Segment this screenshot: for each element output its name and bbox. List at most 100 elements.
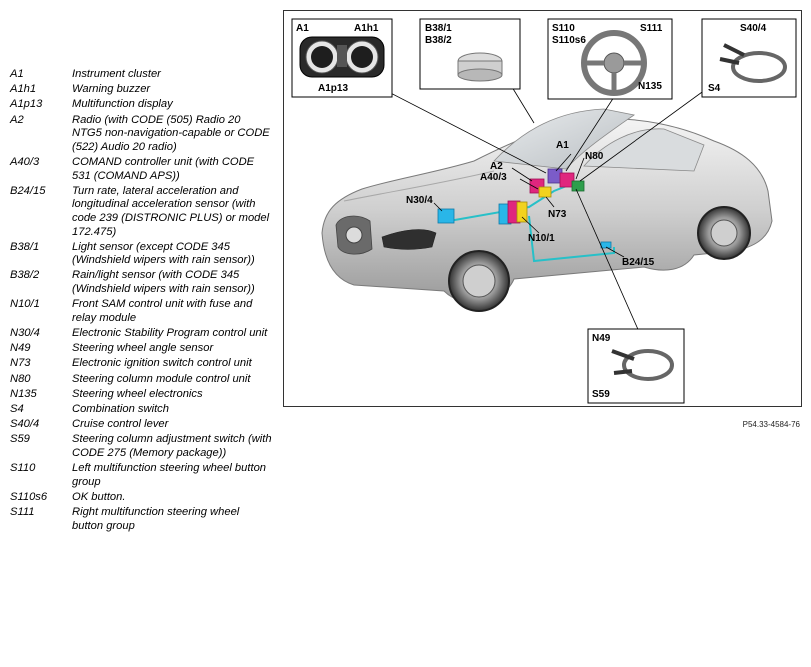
leader-s4: [579, 86, 710, 182]
side-window: [583, 128, 705, 172]
legend-row: B38/1 Light sensor (except CODE 345 (Wind…: [10, 241, 272, 268]
leader-lines: [378, 86, 710, 344]
legend-description: Electronic Stability Program control uni…: [72, 327, 268, 340]
legend-code: B38/1: [10, 240, 40, 253]
legend-code: S110s6: [10, 490, 48, 503]
legend-code: S4: [10, 402, 24, 415]
legend-row: A40/3 COMAND controller unit (with CODE 5…: [10, 156, 272, 183]
module-a40-3: [538, 186, 552, 198]
legend-description: Cruise control lever: [72, 418, 169, 431]
legend-code: S40/4: [10, 418, 40, 431]
legend-code: A1h1: [10, 83, 37, 96]
callout-label-s59: S59: [592, 389, 610, 400]
legend-code: N10/1: [10, 298, 40, 311]
leader-n10-1: [521, 216, 540, 234]
legend-description: Front SAM control unit with fuse and rel…: [72, 298, 253, 324]
legend-description: OK button.: [72, 490, 126, 503]
legend-code: N135: [10, 387, 37, 400]
car-label-n30-4: N30/4: [406, 195, 433, 206]
leader-n49: [575, 188, 645, 344]
car-label-a1: A1: [556, 140, 569, 151]
legend-description: Combination switch: [72, 402, 170, 415]
figure-id: P54.33-4584-76: [742, 420, 800, 429]
legend-code: A1: [10, 68, 24, 80]
leader-n80: [575, 157, 585, 180]
leader-a1: [555, 153, 572, 172]
legend-description: COMAND controller unit (with CODE 531 (C…: [72, 155, 255, 182]
leader-steering: [565, 96, 615, 172]
legend-description: Steering column module control unit: [72, 372, 251, 385]
callout-label-s110: S110: [552, 23, 575, 34]
car-label-n10-1: N10/1: [528, 233, 555, 244]
legend-row: A1h1 Warning buzzer: [10, 83, 272, 97]
callout-label-a1p13: A1p13: [318, 83, 348, 94]
legend-description: Multifunction display: [72, 98, 173, 111]
legend-code: N30/4: [10, 327, 40, 340]
callout-label-s111: S111: [640, 23, 663, 34]
car-label-a40-3: A40/3: [480, 172, 507, 183]
callout-rain-light-sensor: B38/1 B38/2: [419, 18, 521, 90]
module-n80: [571, 180, 585, 192]
legend-row: S59 Steering column adjustment switch (wi…: [10, 433, 272, 460]
legend-row: A2 Radio (with CODE (505) Radio 20 NTG5 n…: [10, 114, 272, 155]
callout-label-b38-2: B38/2: [425, 35, 452, 46]
legend-code: A1p13: [10, 98, 43, 111]
legend-code: N49: [10, 342, 31, 355]
legend-row: S4 Combination switch: [10, 403, 272, 417]
leader-n73: [545, 196, 555, 208]
callout-label-b38-1: B38/1: [425, 23, 452, 34]
legend-code: S59: [10, 433, 30, 446]
car-label-b24-15: B24/15: [622, 257, 655, 268]
component-location-figure: A1 A1h1 A1p13 B38/1 B38/2 S110 S110s6 S1…: [283, 10, 802, 407]
star-emblem: [345, 226, 363, 244]
legend-row: S110s6 OK button.: [10, 491, 272, 505]
legend-description: Warning buzzer: [72, 83, 151, 96]
callout-combination-switch: S40/4 S4: [701, 18, 797, 98]
legend-row: N80 Steering column module control unit: [10, 373, 272, 387]
callout-steering-wheel: S110 S110s6 S111 N135: [547, 18, 673, 100]
legend-description: Steering wheel electronics: [72, 387, 203, 400]
legend-description: Steering column adjustment switch (with …: [72, 433, 272, 459]
legend-row: B24/15 Turn rate, lateral acceleration an…: [10, 185, 272, 239]
headlight: [381, 229, 437, 250]
front-rim: [462, 264, 496, 298]
leader-a2: [511, 167, 533, 182]
legend-row: N135 Steering wheel electronics: [10, 388, 272, 402]
legend-code: S111: [10, 506, 35, 519]
hood-line: [343, 170, 495, 202]
callout-instrument-cluster: A1 A1h1 A1p13: [291, 18, 393, 98]
callout-steering-angle-sensor: N49 S59: [587, 328, 685, 404]
leader-b24-15: [605, 246, 625, 258]
legend-row: N10/1 Front SAM control unit with fuse an…: [10, 298, 272, 325]
legend-code: S110: [10, 462, 36, 475]
callout-label-s4: S4: [708, 83, 721, 94]
legend-code: N80: [10, 372, 31, 385]
callout-label-a1h1: A1h1: [354, 23, 379, 34]
legend-code: A40/3: [10, 155, 40, 168]
car-label-n73: N73: [548, 209, 567, 220]
legend-row: S40/4 Cruise control lever: [10, 418, 272, 432]
legend-description: Electronic ignition switch control unit: [72, 357, 252, 370]
legend-description: Turn rate, lateral acceleration and long…: [72, 184, 270, 238]
car-label-a2: A2: [490, 161, 503, 172]
rear-rim: [710, 219, 738, 247]
legend-code: A2: [10, 113, 24, 126]
legend-description: Radio (with CODE (505) Radio 20 NTG5 non…: [72, 113, 270, 153]
leader-b38: [511, 86, 535, 124]
module-n10-1-yellow: [516, 201, 528, 223]
windshield: [493, 108, 635, 170]
legend-row: A1 Instrument cluster: [10, 68, 272, 82]
legend-code: B24/15: [10, 184, 46, 197]
callout-label-s40-4: S40/4: [740, 23, 767, 34]
legend-row: N30/4 Electronic Stability Program contro…: [10, 327, 272, 341]
legend-description: Left multifunction steering wheel button…: [72, 462, 267, 488]
callout-label-s110s6: S110s6: [552, 35, 586, 46]
legend-description: Instrument cluster: [72, 68, 161, 80]
legend-description: Light sensor (except CODE 345 (Windshiel…: [72, 240, 255, 267]
leader-a40-3: [519, 178, 539, 190]
module-n30-4: [437, 208, 455, 224]
